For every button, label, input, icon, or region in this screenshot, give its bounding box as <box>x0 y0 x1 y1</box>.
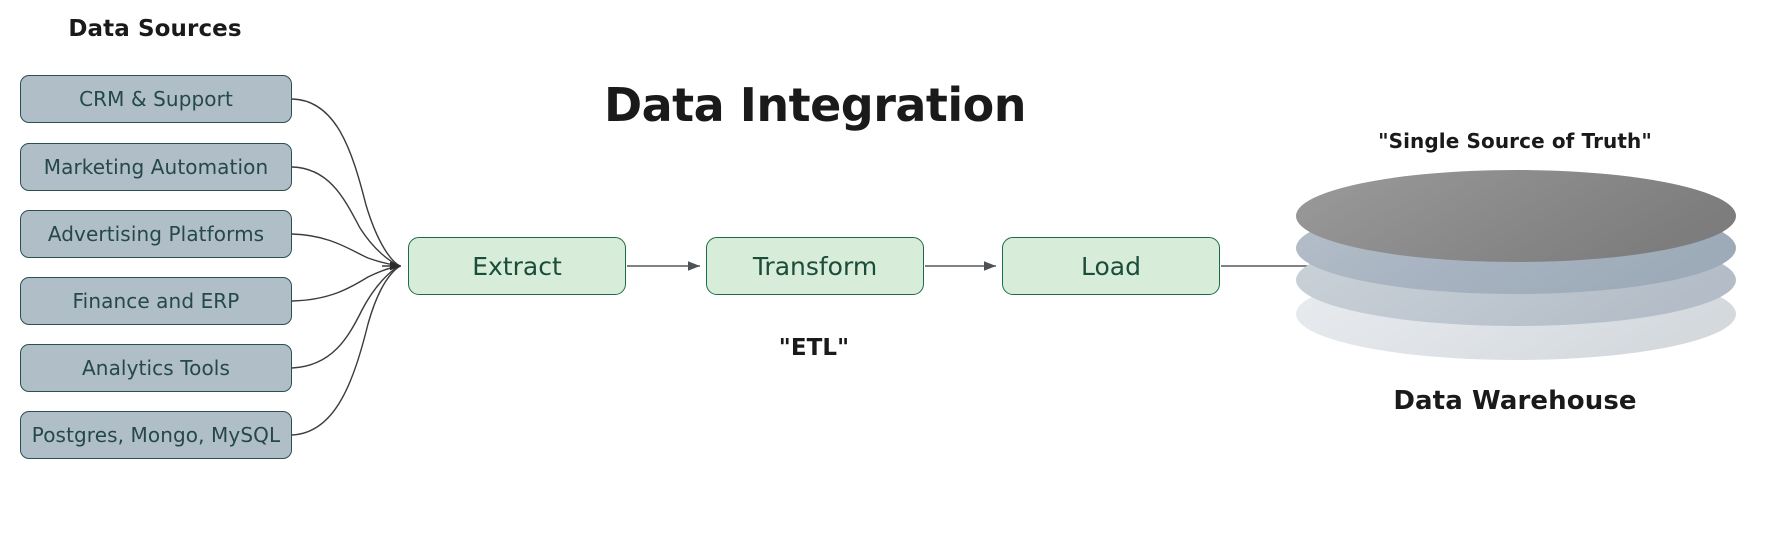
stage-box-load[interactable]: Load <box>1002 237 1220 295</box>
source-box-advertising-platforms[interactable]: Advertising Platforms <box>20 210 292 258</box>
connector-databases <box>291 265 401 436</box>
stage-box-extract[interactable]: Extract <box>408 237 626 295</box>
warehouse-disk-1 <box>1296 170 1736 262</box>
data-warehouse-label: Data Warehouse <box>1393 386 1637 416</box>
connector-analytics-tools <box>291 265 401 369</box>
stage-box-label: Transform <box>752 251 878 281</box>
source-box-databases[interactable]: Postgres, Mongo, MySQL <box>20 411 292 459</box>
warehouse-disk-3 <box>1296 234 1736 326</box>
source-box-finance-erp[interactable]: Finance and ERP <box>20 277 292 325</box>
data-sources-heading: Data Sources <box>68 16 242 42</box>
warehouse-disk-2 <box>1296 202 1736 294</box>
source-box-label: Finance and ERP <box>72 289 240 313</box>
source-box-label: Advertising Platforms <box>47 222 265 246</box>
source-box-analytics-tools[interactable]: Analytics Tools <box>20 344 292 392</box>
connector-crm-support <box>291 98 401 267</box>
warehouse-disk-4 <box>1296 268 1736 360</box>
etl-caption: "ETL" <box>778 335 850 361</box>
source-box-label: Marketing Automation <box>43 155 269 179</box>
stage-box-label: Load <box>1081 251 1141 281</box>
connector-marketing-automation <box>291 166 401 267</box>
source-box-marketing-automation[interactable]: Marketing Automation <box>20 143 292 191</box>
single-source-of-truth-caption: "Single Source of Truth" <box>1378 129 1652 153</box>
stage-box-transform[interactable]: Transform <box>706 237 924 295</box>
source-box-label: CRM & Support <box>79 87 233 111</box>
page-title: Data Integration <box>603 78 1027 132</box>
source-box-label: Analytics Tools <box>82 356 230 380</box>
connector-finance-erp <box>291 265 401 302</box>
stage-box-label: Extract <box>472 251 562 281</box>
source-box-label: Postgres, Mongo, MySQL <box>31 423 281 447</box>
connector-advertising-platforms <box>291 233 401 267</box>
data-warehouse-cylinder <box>1296 170 1736 360</box>
source-box-crm-support[interactable]: CRM & Support <box>20 75 292 123</box>
source-connectors <box>291 98 401 436</box>
